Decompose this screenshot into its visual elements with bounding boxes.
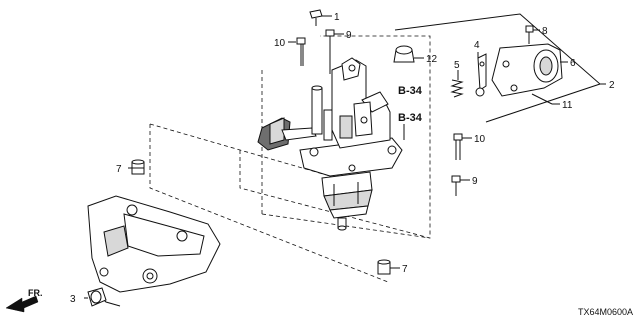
drain-plug xyxy=(87,287,107,307)
callout-4: 4 xyxy=(474,40,480,51)
pin-item-11 xyxy=(531,93,553,105)
callout-11: 11 xyxy=(562,100,573,111)
callout-5: 5 xyxy=(454,60,460,71)
main-control-body xyxy=(257,57,403,177)
cap-item-12 xyxy=(393,45,415,63)
bolt-item-8 xyxy=(525,25,534,44)
front-direction-label: FR. xyxy=(28,288,43,298)
reference-label-upper: B-34 xyxy=(398,85,423,97)
callout-7-lower: 7 xyxy=(402,264,408,275)
callout-8: 8 xyxy=(542,26,548,37)
callout-9-upper: 9 xyxy=(346,30,352,41)
bolt-item-1 xyxy=(309,9,323,26)
callout-10-upper: 10 xyxy=(274,38,286,49)
dowel-pin-lower xyxy=(377,259,391,275)
callout-12: 12 xyxy=(426,54,438,65)
solenoid-assembly-frame xyxy=(394,13,606,123)
callout-9-lower: 9 xyxy=(472,176,478,187)
diagram-code: TX64M0600A xyxy=(578,307,633,317)
front-direction-arrow xyxy=(5,295,39,313)
bolt-item-9-lower xyxy=(451,175,461,196)
bolt-item-10-lower xyxy=(453,133,463,160)
lower-actuator-housing xyxy=(321,171,373,231)
transmission-case xyxy=(87,195,221,307)
callout-10-lower: 10 xyxy=(474,134,486,145)
bolt-item-10-upper xyxy=(296,37,306,66)
callout-3: 3 xyxy=(70,294,76,305)
dowel-pin-upper xyxy=(131,159,145,175)
callout-7-upper: 7 xyxy=(116,164,122,175)
spring-item-5 xyxy=(450,79,464,98)
bolt-item-9-upper xyxy=(325,29,335,74)
solenoid-item-6 xyxy=(491,43,563,97)
callout-1: 1 xyxy=(334,12,340,23)
lever-item-4 xyxy=(475,53,487,97)
reference-label-lower: B-34 xyxy=(398,112,423,124)
callout-6: 6 xyxy=(570,58,576,69)
leader-lines xyxy=(84,15,568,299)
callout-2: 2 xyxy=(609,80,615,91)
